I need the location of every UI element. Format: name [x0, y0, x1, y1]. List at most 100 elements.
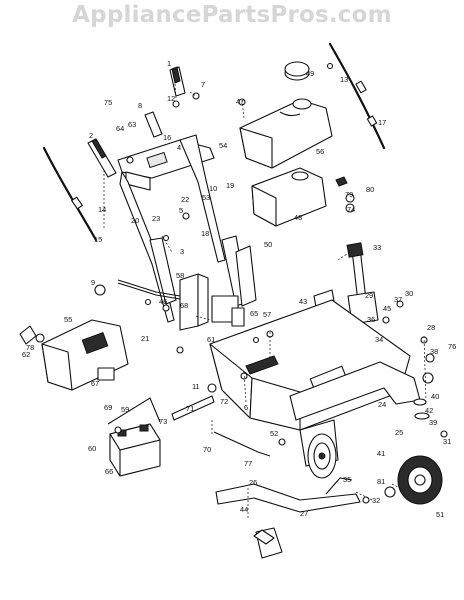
- upper-handle-grip: [169, 66, 186, 97]
- callout-34: 34: [375, 335, 383, 344]
- wheel-right: [397, 455, 443, 505]
- callout-18: 18: [201, 229, 209, 238]
- fuel-tank-top: [239, 98, 333, 169]
- callout-27: 27: [300, 509, 308, 518]
- callout-7: 7: [201, 80, 205, 89]
- callout-13: 13: [340, 75, 348, 84]
- callout-24: 24: [378, 400, 386, 409]
- callout-labels: 1 2 3 4 5 6 7 8 9 10 11 12 13 14 15 16 1…: [22, 59, 456, 519]
- callout-41: 41: [377, 449, 385, 458]
- callout-42: 42: [425, 406, 433, 415]
- callout-67: 67: [91, 379, 99, 388]
- callout-21: 21: [141, 334, 149, 343]
- callout-68: 68: [180, 301, 188, 310]
- callout-48: 48: [294, 213, 302, 222]
- callout-40: 40: [431, 392, 439, 401]
- right-control-cable: [328, 42, 386, 150]
- battery: [109, 423, 161, 477]
- callout-49: 49: [306, 69, 314, 78]
- callout-36: 36: [367, 315, 375, 324]
- callout-81: 81: [377, 477, 385, 486]
- callout-14: 14: [98, 205, 106, 214]
- battery-hold-strap: [107, 397, 161, 425]
- callout-19: 19: [226, 181, 234, 190]
- axle-pin: [384, 486, 396, 498]
- callout-57: 57: [263, 310, 271, 319]
- callout-53: 53: [202, 193, 210, 202]
- auger-housing: [209, 299, 411, 431]
- callout-38: 38: [430, 347, 438, 356]
- callout-56: 56: [316, 147, 324, 156]
- callout-35: 35: [343, 475, 351, 484]
- callout-44: 44: [240, 505, 248, 514]
- callout-15: 15: [94, 235, 102, 244]
- callout-3: 3: [180, 247, 184, 256]
- callout-2: 2: [89, 131, 93, 140]
- callout-12: 12: [167, 94, 175, 103]
- callout-73: 73: [159, 417, 167, 426]
- callout-78: 78: [26, 343, 34, 352]
- callout-65: 65: [250, 309, 258, 318]
- callout-77: 77: [244, 459, 252, 468]
- callout-54: 54: [219, 141, 227, 150]
- battery-strap-bracket: [97, 367, 115, 381]
- callout-60: 60: [88, 444, 96, 453]
- callout-74: 74: [347, 205, 355, 214]
- callout-66: 66: [105, 467, 113, 476]
- callout-9: 9: [91, 278, 95, 287]
- callout-33: 33: [373, 243, 381, 252]
- callout-23: 23: [152, 214, 160, 223]
- left-handle-grip: [87, 138, 117, 178]
- callout-58: 58: [176, 271, 184, 280]
- callout-72: 72: [220, 397, 228, 406]
- fuel-tank-bottom: [251, 167, 327, 227]
- callout-45: 45: [383, 304, 391, 313]
- left-control-cable: [42, 146, 98, 242]
- callout-26: 26: [249, 478, 257, 487]
- fuel-cap: [284, 61, 310, 81]
- callout-47: 47: [236, 97, 244, 106]
- callout-39: 39: [429, 418, 437, 427]
- chute-control: [19, 325, 45, 345]
- callout-75: 75: [104, 98, 112, 107]
- callout-6: 6: [244, 403, 248, 412]
- callout-29: 29: [365, 291, 373, 300]
- callout-51: 51: [436, 510, 444, 519]
- callout-28: 28: [427, 323, 435, 332]
- leader-lines: [103, 67, 427, 520]
- shift-rod: [117, 279, 181, 300]
- callout-76: 76: [448, 342, 456, 351]
- handle-frame: [117, 134, 226, 323]
- callout-62: 62: [22, 350, 30, 359]
- callout-31: 31: [443, 437, 451, 446]
- callout-8: 8: [138, 101, 142, 110]
- lower-frame-mount: [179, 245, 257, 331]
- wheel-left: [307, 433, 337, 479]
- callout-43: 43: [299, 297, 307, 306]
- callout-50: 50: [264, 240, 272, 249]
- callout-46: 46: [159, 297, 167, 306]
- drive-shaft: [171, 395, 271, 457]
- callout-55: 55: [64, 315, 72, 324]
- drive-linkage: [215, 477, 361, 559]
- callout-70: 70: [203, 445, 211, 454]
- shutoff-valve: [335, 176, 355, 213]
- callout-63: 63: [128, 120, 136, 129]
- callout-20: 20: [131, 216, 139, 225]
- shift-lever: [346, 242, 379, 325]
- callout-11: 11: [192, 382, 200, 391]
- callout-22: 22: [181, 195, 189, 204]
- callout-79: 79: [345, 190, 353, 199]
- callout-16: 16: [163, 133, 171, 142]
- callout-37: 37: [394, 295, 402, 304]
- callout-10: 10: [209, 184, 217, 193]
- callout-59: 59: [121, 405, 129, 414]
- watermark: AppliancePartsPros.com: [72, 2, 392, 28]
- callout-69: 69: [104, 403, 112, 412]
- callout-4: 4: [177, 143, 181, 152]
- callout-30: 30: [405, 289, 413, 298]
- callout-32: 32: [372, 496, 380, 505]
- callout-25: 25: [395, 428, 403, 437]
- belt-cover: [41, 319, 129, 391]
